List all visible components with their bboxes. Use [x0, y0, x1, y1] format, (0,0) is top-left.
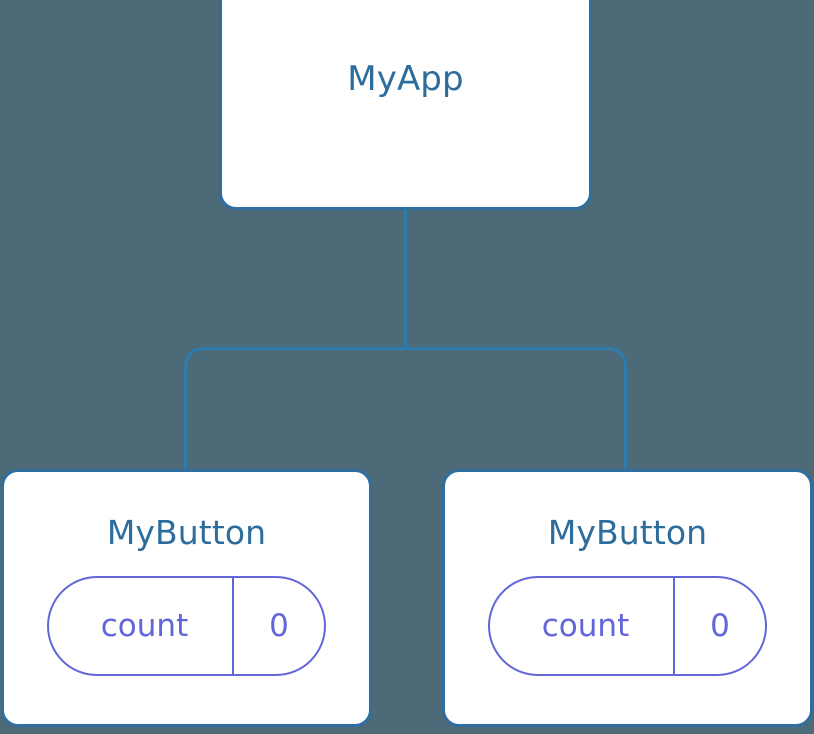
node-myapp-label: MyApp — [347, 59, 464, 99]
node-myapp[interactable]: MyApp — [219, 0, 592, 210]
node-mybutton-1-label: MyButton — [547, 513, 708, 552]
state-pill-1[interactable]: count 0 — [488, 576, 767, 676]
state-pill-0-divider — [232, 578, 234, 674]
state-pill-1-key: count — [541, 607, 630, 644]
node-mybutton-0-label: MyButton — [106, 513, 267, 552]
state-pill-0[interactable]: count 0 — [47, 576, 326, 676]
node-mybutton-1[interactable]: MyButton count 0 — [442, 469, 813, 727]
state-pill-1-value: 0 — [710, 607, 730, 644]
state-pill-0-value: 0 — [269, 607, 289, 644]
edge-bus-to-child-1 — [405, 347, 627, 470]
state-pill-0-key: count — [100, 607, 189, 644]
node-mybutton-0[interactable]: MyButton count 0 — [1, 469, 372, 727]
state-pill-1-divider — [673, 578, 675, 674]
edge-bus-to-child-0 — [184, 347, 406, 470]
